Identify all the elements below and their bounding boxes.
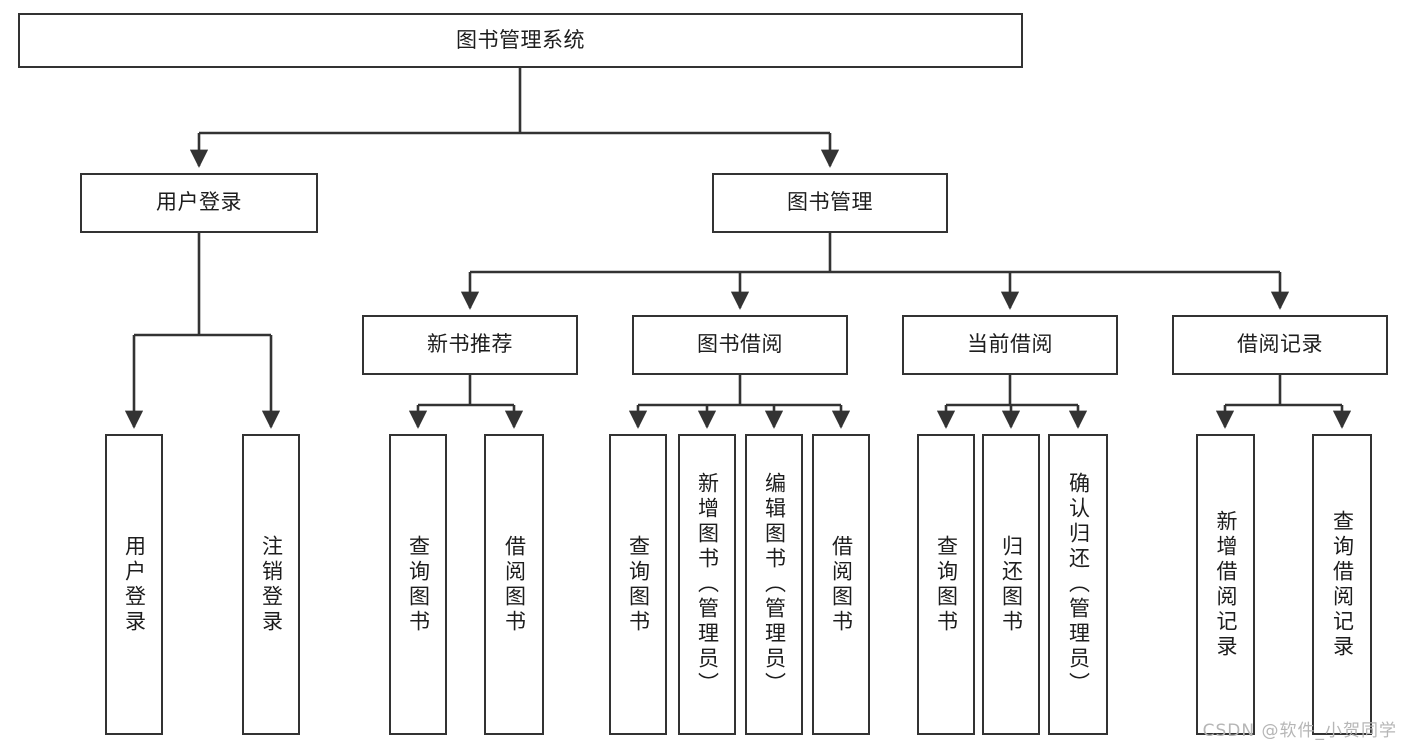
csdn-watermark: CSDN @软件_小贺同学 (1202, 721, 1397, 741)
node-leaf-query-borrow-record[interactable]: 查询借阅记录 (1312, 434, 1372, 735)
node-leaf-borrow-book-1[interactable]: 借阅图书 (484, 434, 544, 735)
node-book-manage-label: 图书管理 (787, 190, 873, 215)
node-leaf-confirm-return[interactable]: 确认归还（管理员） (1048, 434, 1108, 735)
node-leaf-add-book-label: 新增图书（管理员） (695, 472, 720, 697)
node-leaf-return-book-label: 归还图书 (999, 534, 1024, 635)
node-book-manage[interactable]: 图书管理 (712, 173, 948, 233)
node-root-label: 图书管理系统 (456, 27, 585, 52)
node-user-login-label: 用户登录 (156, 190, 242, 215)
node-leaf-query-book-3[interactable]: 查询图书 (917, 434, 975, 735)
node-leaf-query-book-1-label: 查询图书 (406, 534, 431, 635)
node-new-book-recommend-label: 新书推荐 (427, 332, 513, 357)
node-leaf-user-login[interactable]: 用户登录 (105, 434, 163, 735)
node-leaf-query-book-3-label: 查询图书 (934, 534, 959, 635)
node-leaf-query-book-2-label: 查询图书 (626, 534, 651, 635)
node-borrow-record[interactable]: 借阅记录 (1172, 315, 1388, 375)
node-leaf-logout-label: 注销登录 (259, 534, 284, 635)
node-leaf-query-borrow-record-label: 查询借阅记录 (1330, 509, 1355, 660)
node-new-book-recommend[interactable]: 新书推荐 (362, 315, 578, 375)
node-leaf-borrow-book-1-label: 借阅图书 (502, 534, 527, 635)
node-current-borrow-label: 当前借阅 (967, 332, 1053, 357)
node-leaf-logout[interactable]: 注销登录 (242, 434, 300, 735)
node-book-borrow[interactable]: 图书借阅 (632, 315, 848, 375)
node-leaf-borrow-book-2[interactable]: 借阅图书 (812, 434, 870, 735)
node-leaf-borrow-book-2-label: 借阅图书 (829, 534, 854, 635)
node-leaf-user-login-label: 用户登录 (122, 534, 147, 635)
node-leaf-confirm-return-label: 确认归还（管理员） (1066, 472, 1091, 697)
node-leaf-query-book-2[interactable]: 查询图书 (609, 434, 667, 735)
node-leaf-return-book[interactable]: 归还图书 (982, 434, 1040, 735)
node-current-borrow[interactable]: 当前借阅 (902, 315, 1118, 375)
node-leaf-edit-book[interactable]: 编辑图书（管理员） (745, 434, 803, 735)
node-user-login[interactable]: 用户登录 (80, 173, 318, 233)
node-borrow-record-label: 借阅记录 (1237, 332, 1323, 357)
node-leaf-add-book[interactable]: 新增图书（管理员） (678, 434, 736, 735)
node-root[interactable]: 图书管理系统 (18, 13, 1023, 68)
node-book-borrow-label: 图书借阅 (697, 332, 783, 357)
node-leaf-query-book-1[interactable]: 查询图书 (389, 434, 447, 735)
node-leaf-add-borrow-record-label: 新增借阅记录 (1214, 509, 1238, 660)
node-leaf-edit-book-label: 编辑图书（管理员） (762, 472, 787, 697)
node-leaf-add-borrow-record[interactable]: 新增借阅记录 (1196, 434, 1255, 735)
